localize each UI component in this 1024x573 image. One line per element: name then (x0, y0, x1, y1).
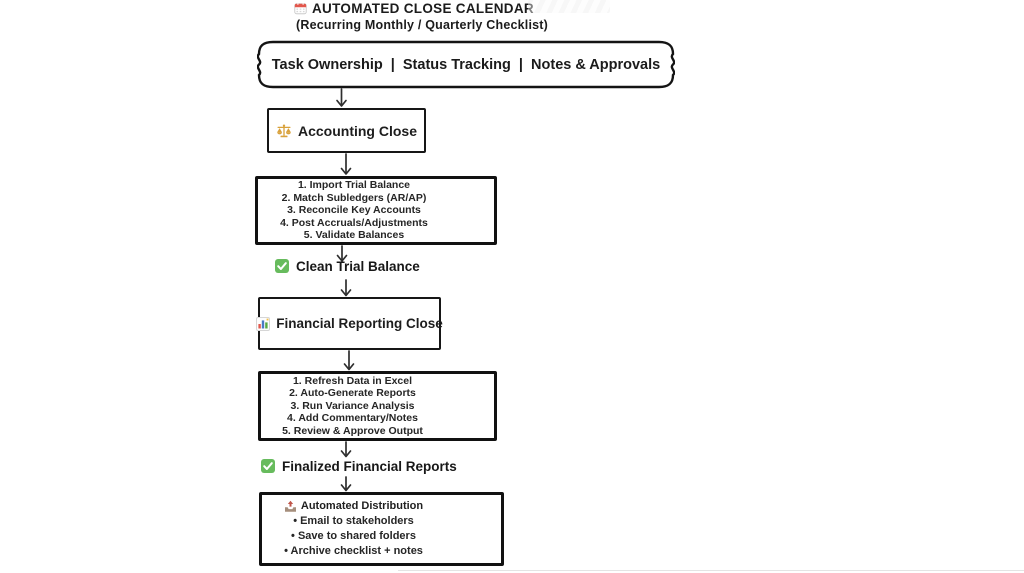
page-subtitle: (Recurring Monthly / Quarterly Checklist… (296, 18, 548, 32)
watermark-fragment (528, 0, 610, 13)
calendar-icon (294, 2, 307, 15)
list-reporting-steps: 1. Refresh Data in Excel 2. Auto-Generat… (258, 371, 497, 441)
node-automated-distribution: Automated Distribution • Email to stakeh… (259, 492, 504, 566)
balance-scale-icon (276, 123, 292, 139)
list-item: 4. Post Accruals/Adjustments (280, 216, 428, 229)
node-financial-reporting-close: Financial Reporting Close (256, 297, 443, 350)
list-item: 1. Refresh Data in Excel (292, 374, 413, 387)
wavy-border (257, 40, 675, 89)
node-label: Financial Reporting Close (276, 316, 443, 331)
distribution-title-row: Automated Distribution (284, 499, 423, 514)
page-title-row: AUTOMATED CLOSE CALENDAR (294, 1, 534, 16)
list-item: • Save to shared folders (291, 530, 416, 542)
checkpoint-finalized-reports: Finalized Financial Reports (260, 458, 457, 474)
checkpoint-label: Clean Trial Balance (296, 258, 420, 274)
distribution-title: Automated Distribution (300, 500, 424, 512)
checkpoint-clean-trial-balance: Clean Trial Balance (274, 258, 420, 274)
bar-chart-icon (256, 316, 271, 331)
list-item: 3. Reconcile Key Accounts (287, 204, 421, 217)
list-item: 2. Match Subledgers (AR/AP) (281, 191, 427, 204)
list-item: 4. Add Commentary/Notes (287, 412, 418, 425)
list-item: 1. Import Trial Balance (297, 179, 411, 192)
divider-line (398, 570, 1024, 571)
node-task-ownership-banner: Task Ownership | Status Tracking | Notes… (257, 40, 675, 89)
list-item: • Archive checklist + notes (284, 545, 423, 557)
check-box-icon (274, 258, 290, 274)
page-title: AUTOMATED CLOSE CALENDAR (312, 1, 534, 16)
node-accounting-close: Accounting Close (267, 108, 426, 153)
banner-label: Task Ownership | Status Tracking | Notes… (271, 56, 661, 73)
outbox-tray-icon (284, 500, 297, 513)
check-box-icon (260, 458, 276, 474)
list-item: 3. Run Variance Analysis (290, 399, 415, 412)
list-item: 5. Review & Approve Output (282, 424, 423, 437)
list-accounting-steps: 1. Import Trial Balance 2. Match Subledg… (255, 176, 497, 245)
list-item: 2. Auto-Generate Reports (289, 387, 416, 400)
node-label: Accounting Close (297, 122, 417, 139)
list-item: • Email to stakeholders (293, 515, 414, 527)
checkpoint-label: Finalized Financial Reports (282, 458, 457, 474)
list-item: 5. Validate Balances (303, 229, 405, 242)
